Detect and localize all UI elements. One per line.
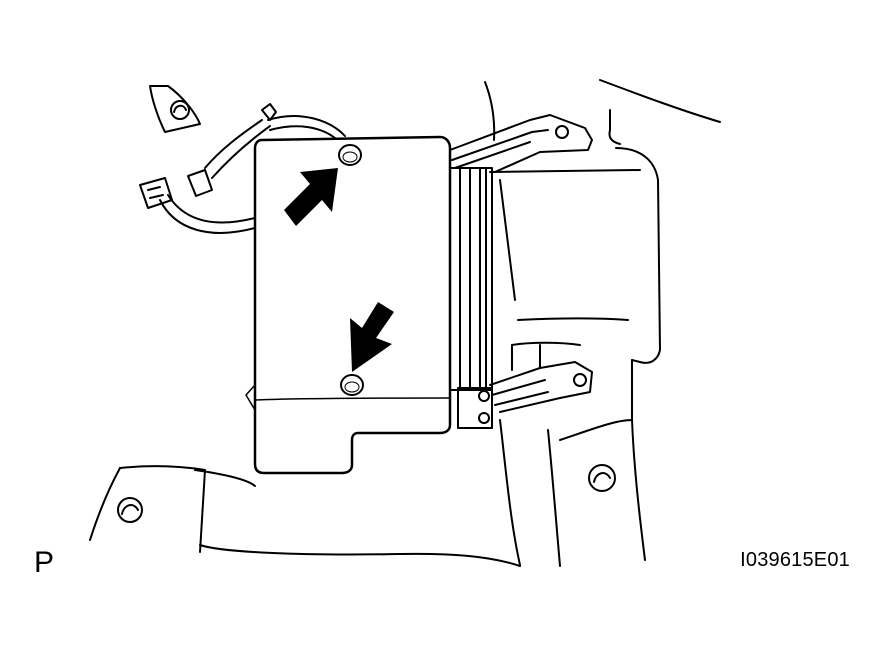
bolt-hole-icon: [340, 374, 364, 396]
bolt-hole-lower: [340, 374, 364, 396]
body-panel-outline: [89, 79, 721, 567]
arrow-icon: [284, 168, 338, 226]
wire-harness: [159, 103, 346, 234]
wire-connector: [139, 169, 213, 209]
screw-hole: [170, 100, 190, 120]
screw-hole: [117, 497, 143, 523]
bolt-hole-icon: [338, 144, 362, 166]
view-label: P: [34, 546, 55, 579]
bolt-hole-upper: [338, 144, 362, 166]
figure-id: I039615E01: [740, 549, 850, 571]
arrow-upper: [284, 168, 338, 226]
arrow-lower: [350, 302, 394, 372]
module-housing: [245, 135, 452, 475]
arrow-icon: [350, 302, 394, 372]
slide-rail: [449, 114, 593, 429]
screw-hole: [588, 464, 616, 492]
